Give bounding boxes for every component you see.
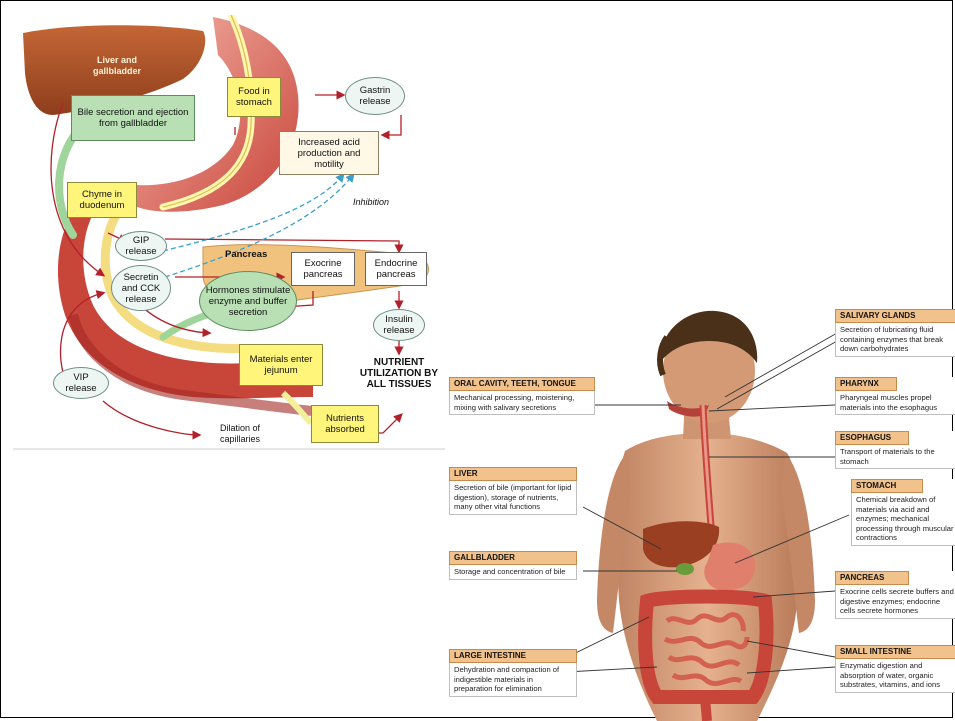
- exocrine-pancreas-box: Exocrine pancreas: [291, 252, 355, 286]
- liver-title: LIVER: [449, 467, 577, 481]
- inhibition-label: Inhibition: [353, 197, 389, 208]
- esophagus-title: ESOPHAGUS: [835, 431, 909, 445]
- label-esophagus: ESOPHAGUS Transport of materials to the …: [835, 431, 955, 469]
- salivary-title: SALIVARY GLANDS: [835, 309, 955, 323]
- secretin-cck-oval: Secretin and CCK release: [111, 265, 171, 311]
- vip-release-oval: VIP release: [53, 367, 109, 399]
- label-stomach: STOMACH Chemical breakdown of materials …: [851, 479, 955, 546]
- chyme-duodenum-box: Chyme in duodenum: [67, 182, 137, 218]
- label-small-intestine: SMALL INTESTINE Enzymatic digestion and …: [835, 645, 955, 693]
- pancreas-title: PANCREAS: [835, 571, 909, 585]
- gip-release-oval: GIP release: [115, 231, 167, 261]
- gallbladder-title: GALLBLADDER: [449, 551, 577, 565]
- label-gallbladder: GALLBLADDER Storage and concentration of…: [449, 551, 577, 580]
- gallbladder-body: Storage and concentration of bile: [449, 565, 577, 580]
- pancreas-label: Pancreas: [225, 249, 267, 260]
- liver-body: Secretion of bile (important for lipid d…: [449, 481, 577, 515]
- nutrients-absorbed-box: Nutrients absorbed: [311, 405, 379, 443]
- stomach-title: STOMACH: [851, 479, 923, 493]
- dilation-capillaries-text: Dilation of capillaries: [203, 423, 277, 445]
- oral-body: Mechanical processing, moistening, mixin…: [449, 391, 595, 415]
- label-pharynx: PHARYNX Pharyngeal muscles propel materi…: [835, 377, 955, 415]
- small-intestine-body: Enzymatic digestion and absorption of wa…: [835, 659, 955, 693]
- large-intestine-body: Dehydration and compaction of indigestib…: [449, 663, 577, 697]
- liver-label: Liver and gallbladder: [77, 55, 157, 77]
- small-intestine-title: SMALL INTESTINE: [835, 645, 955, 659]
- label-large-intestine: LARGE INTESTINE Dehydration and compacti…: [449, 649, 577, 697]
- pancreas-body: Exocrine cells secrete buffers and diges…: [835, 585, 955, 619]
- digestive-hormone-diagram: Liver and gallbladder Bile secretion and…: [13, 15, 445, 451]
- digestive-system-diagram: SALIVARY GLANDS Secretion of lubricating…: [447, 301, 955, 721]
- label-liver: LIVER Secretion of bile (important for l…: [449, 467, 577, 515]
- stomach-body: Chemical breakdown of materials via acid…: [851, 493, 955, 546]
- food-in-stomach-box: Food in stomach: [227, 77, 281, 117]
- label-salivary-glands: SALIVARY GLANDS Secretion of lubricating…: [835, 309, 955, 357]
- gastrin-release-oval: Gastrin release: [345, 77, 405, 115]
- salivary-body: Secretion of lubricating fluid containin…: [835, 323, 955, 357]
- oral-title: ORAL CAVITY, TEETH, TONGUE: [449, 377, 595, 391]
- increased-acid-box: Increased acid production and motility: [279, 131, 379, 175]
- pharynx-body: Pharyngeal muscles propel materials into…: [835, 391, 955, 415]
- esophagus-body: Transport of materials to the stomach: [835, 445, 955, 469]
- materials-jejunum-box: Materials enter jejunum: [239, 344, 323, 386]
- pharynx-title: PHARYNX: [835, 377, 897, 391]
- large-intestine-title: LARGE INTESTINE: [449, 649, 577, 663]
- nutrient-utilization-text: NUTRIENT UTILIZATION BY ALL TISSUES: [355, 357, 443, 390]
- stomach-organ: [704, 542, 755, 590]
- insulin-release-oval: Insulin release: [373, 309, 425, 341]
- hormones-stimulate-oval: Hormones stimulate enzyme and buffer sec…: [199, 271, 297, 331]
- label-oral-cavity: ORAL CAVITY, TEETH, TONGUE Mechanical pr…: [449, 377, 595, 415]
- label-pancreas: PANCREAS Exocrine cells secrete buffers …: [835, 571, 955, 619]
- endocrine-pancreas-box: Endocrine pancreas: [365, 252, 427, 286]
- bile-secretion-box: Bile secretion and ejection from gallbla…: [71, 95, 195, 141]
